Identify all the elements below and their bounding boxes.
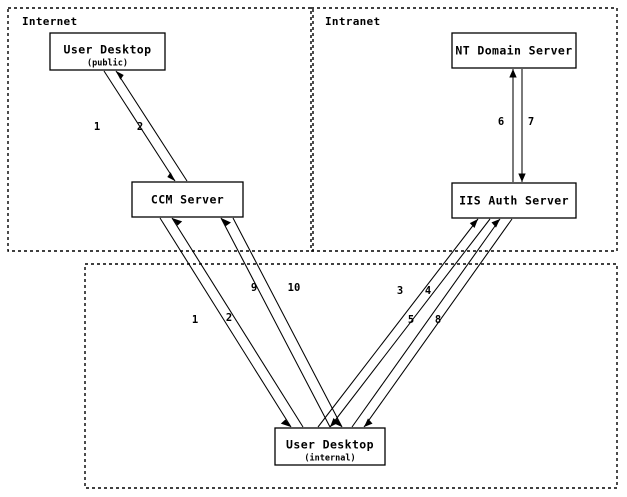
node-user-desktop-public-label: User Desktop [64, 43, 152, 57]
flow-9-line [220, 217, 331, 428]
flow-1-internal-line [159, 217, 292, 428]
zone-lan-boundary [84, 263, 618, 489]
node-iis-auth-server[interactable]: IIS Auth Server [451, 182, 577, 219]
node-nt-domain-server-label: NT Domain Server [455, 44, 572, 58]
node-user-desktop-internal-label: User Desktop [286, 438, 374, 452]
node-nt-domain-server[interactable]: NT Domain Server [451, 32, 577, 69]
arrow-head [518, 173, 526, 182]
arrow-head [509, 69, 517, 78]
arrow-head [172, 218, 183, 226]
node-user-desktop-public-sublabel: (public) [87, 58, 128, 69]
arrow-head [280, 419, 291, 427]
flow-labels-group: 1 2 6 7 9 10 1 2 3 4 5 8 [94, 116, 534, 326]
flow-lines-group [103, 69, 526, 428]
flow-label-3: 3 [397, 285, 403, 297]
flow-2-public-line [115, 70, 188, 182]
arrow-head [167, 172, 175, 181]
node-ccm-server[interactable]: CCM Server [131, 181, 244, 218]
flow-10-line [232, 217, 343, 428]
flow-2-internal-line [171, 217, 304, 428]
zone-internet-boundary [7, 7, 314, 252]
node-user-desktop-internal-sublabel: (internal) [304, 453, 355, 464]
node-iis-auth-server-label: IIS Auth Server [459, 194, 569, 208]
arrow-head [116, 71, 124, 80]
flow-label-10: 10 [288, 282, 301, 294]
flow-6-line [509, 69, 517, 182]
flow-8-line [363, 218, 513, 428]
node-ccm-server-label: CCM Server [151, 193, 224, 207]
flow-label-8: 8 [435, 314, 441, 326]
arrow-head [364, 418, 373, 427]
node-user-desktop-internal[interactable]: User Desktop (internal) [274, 427, 386, 466]
flow-label-7: 7 [528, 116, 534, 128]
flow-label-1-public: 1 [94, 121, 100, 133]
flow-label-5: 5 [408, 314, 414, 326]
zone-internet-label: Internet [22, 15, 77, 28]
flow-label-4: 4 [425, 285, 431, 297]
flow-label-1-internal: 1 [192, 314, 198, 326]
arrow-head [491, 219, 500, 228]
arrow-head [469, 219, 478, 228]
arrow-head [330, 418, 339, 427]
arrow-head [221, 218, 231, 227]
zone-intranet-boundary [310, 7, 618, 252]
flow-label-9: 9 [251, 282, 257, 294]
nodes-group: User Desktop (public) CCM Server NT Doma… [49, 32, 577, 466]
flow-label-2-public: 2 [137, 121, 143, 133]
flow-1-public-line [103, 70, 176, 182]
flow-label-2-internal: 2 [226, 312, 232, 324]
zone-intranet-label: Intranet [325, 15, 380, 28]
flow-5-line [351, 218, 501, 428]
flow-label-6: 6 [498, 116, 504, 128]
flow-3-line [317, 218, 479, 428]
node-user-desktop-public[interactable]: User Desktop (public) [49, 32, 166, 71]
zone-group: Internet Intranet [7, 7, 618, 489]
flow-7-line [518, 69, 526, 182]
flow-4-line [329, 218, 491, 428]
